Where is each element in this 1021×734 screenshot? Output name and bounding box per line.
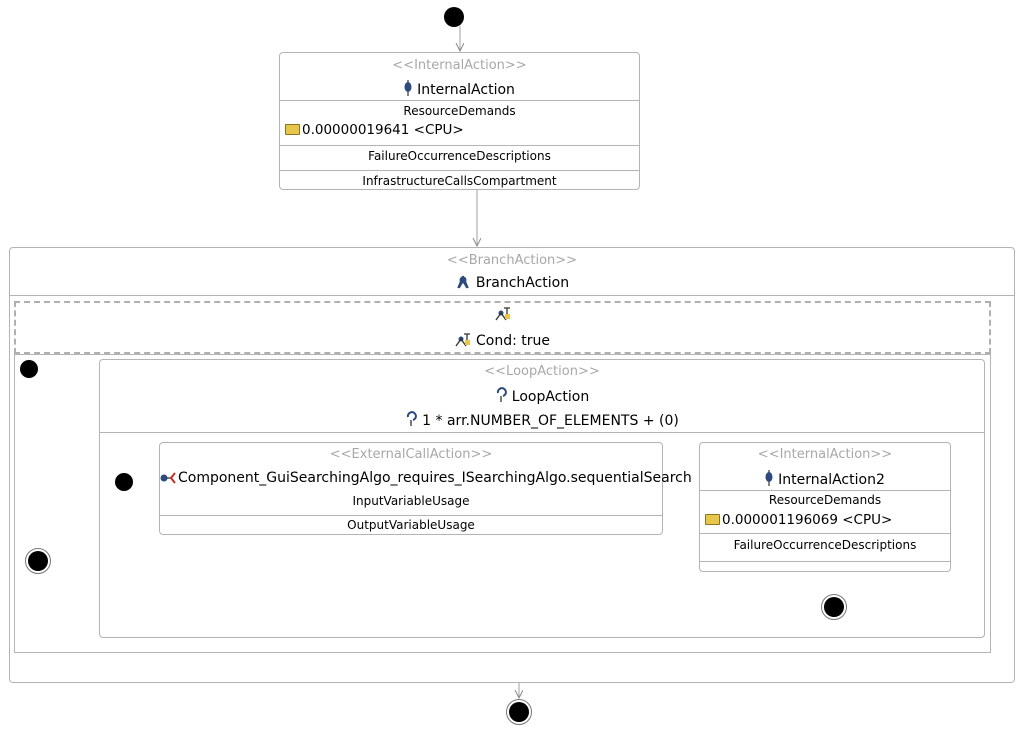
loop-action-stereotype: <<LoopAction>> [484,364,600,379]
guarded-transition-icon [494,307,510,321]
branch-action-icon [457,275,469,289]
internal-action2-resource-demand-icon [705,514,720,525]
branch-action-stereotype: <<BranchAction>> [446,253,578,268]
failure-occurrence-label: FailureOccurrenceDescriptions [368,149,551,163]
branch-behaviour-area [14,354,991,653]
resource-demands-label: ResourceDemands [403,104,516,118]
branch-start-node[interactable] [20,360,38,378]
loop-start-node[interactable] [115,473,133,491]
internal-action2-node[interactable]: <<InternalAction>> InternalAction2 Resou… [699,442,951,572]
branch-action-title: BranchAction [10,275,1014,291]
final-end-node[interactable] [506,699,532,725]
condition-icon [455,333,470,347]
loop-action-icon [496,387,507,402]
input-variable-usage-label: InputVariableUsage [352,494,470,508]
branch-condition: Cond: true [16,333,989,349]
resource-demand-icon [285,124,300,135]
loop-iterations-text: 1 * arr.NUMBER_OF_ELEMENTS + (0) [422,413,679,429]
branch-condition-text: Cond: true [476,333,550,349]
internal-action2-icon [765,470,773,486]
resource-demand-row[interactable]: 0.00000019641 <CPU> [285,122,464,138]
internal-action2-resource-demand-row[interactable]: 0.000001196069 <CPU> [705,512,892,528]
external-call-icon [160,472,176,484]
internal-action2-failure-label: FailureOccurrenceDescriptions [733,538,917,552]
external-call-title: Component_GuiSearchingAlgo_requires_ISea… [160,470,692,486]
resource-demand-value: 0.00000019641 <CPU> [302,122,464,138]
guarded-branch-transition[interactable]: Cond: true [14,301,991,354]
internal-action2-title: InternalAction2 [700,470,950,488]
internal-action-node[interactable]: <<InternalAction>> InternalAction Resour… [279,52,640,190]
start-node[interactable] [444,7,464,27]
internal-action-icon [404,80,412,96]
internal-action2-resource-demand-value: 0.000001196069 <CPU> [722,512,893,528]
internal-action2-resource-demands-label: ResourceDemands [768,493,882,507]
internal-action-stereotype: <<InternalAction>> [392,58,527,73]
infrastructure-calls-label: InfrastructureCallsCompartment [362,174,557,188]
loop-action-name: LoopAction [511,389,590,405]
internal-action2-stereotype: <<InternalAction>> [757,447,893,462]
loop-action-title: LoopAction [100,387,984,405]
branch-end-node[interactable] [25,548,51,574]
guarded-branch-transition-header [16,306,989,325]
external-call-stereotype: <<ExternalCallAction>> [329,447,493,462]
external-call-action-node[interactable]: <<ExternalCallAction>> Component_GuiSear… [159,442,692,535]
loop-end-node[interactable] [821,594,847,620]
loop-iterations: 1 * arr.NUMBER_OF_ELEMENTS + (0) [100,411,984,429]
internal-action2-name: InternalAction2 [778,472,885,488]
external-call-name: Component_GuiSearchingAlgo_requires_ISea… [178,470,692,486]
internal-action-name: InternalAction [417,82,515,98]
loop-iterations-icon [407,411,418,426]
output-variable-usage-label: OutputVariableUsage [347,518,475,532]
branch-action-name: BranchAction [475,275,570,291]
internal-action-title: InternalAction [280,80,639,98]
